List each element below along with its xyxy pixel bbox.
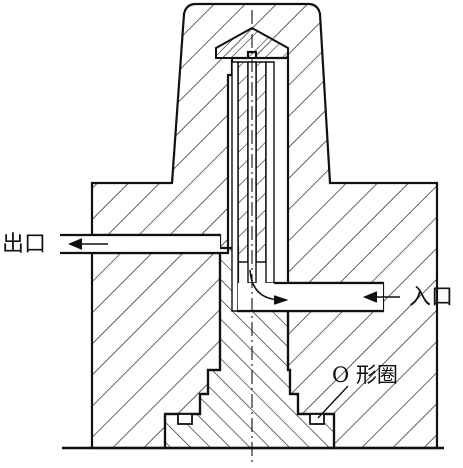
outlet-channel [60, 235, 220, 253]
o-ring-leader [317, 385, 349, 419]
o-ring-right [309, 413, 325, 425]
flow-arrows [67, 238, 400, 305]
inner-channel [231, 61, 275, 312]
o-ring-label: O 形圈 [332, 363, 398, 387]
o-ring-left [177, 413, 193, 425]
outlet-label: 出口 [2, 232, 47, 257]
inlet-channel [238, 283, 383, 311]
inlet-label: 入口 [409, 285, 454, 310]
